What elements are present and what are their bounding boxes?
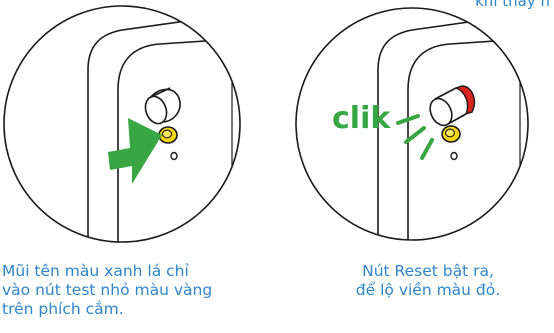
right-caption: Nút Reset bật ra, để lộ viền màu đỏ.: [330, 262, 526, 300]
right-test-button: [441, 125, 461, 143]
right-reset-button: [429, 85, 476, 127]
click-burst-icon: [396, 114, 434, 160]
left-caption-line-1: Mũi tên màu xanh lá chỉ: [2, 262, 189, 280]
left-caption-line-3: trên phích cắm.: [2, 300, 124, 318]
left-plug-face: [117, 37, 240, 242]
right-caption-line-1: Nút Reset bật ra,: [362, 262, 494, 280]
right-caption-line-2: để lộ viền màu đỏ.: [355, 281, 501, 299]
left-reset-button: [144, 87, 181, 125]
click-label: clik: [332, 101, 391, 136]
left-magnifier-circle: [3, 5, 241, 243]
green-arrow-icon: [108, 118, 162, 184]
right-panel: clik: [295, 7, 529, 241]
right-plug-face: [407, 37, 528, 240]
right-magnifier-circle: [295, 7, 529, 241]
left-plug-side: [87, 11, 240, 242]
reset-red-ring: [453, 85, 476, 116]
left-small-hole: [170, 151, 178, 161]
left-caption-line-2: vào nút test nhỏ màu vàng: [2, 281, 213, 299]
top-cutoff-text: khi thấy n: [475, 0, 550, 10]
right-small-hole: [450, 151, 458, 161]
right-plug-side: [377, 11, 528, 240]
left-caption: Mũi tên màu xanh lá chỉ vào nút test nhỏ…: [2, 262, 212, 319]
left-panel: [3, 5, 241, 243]
